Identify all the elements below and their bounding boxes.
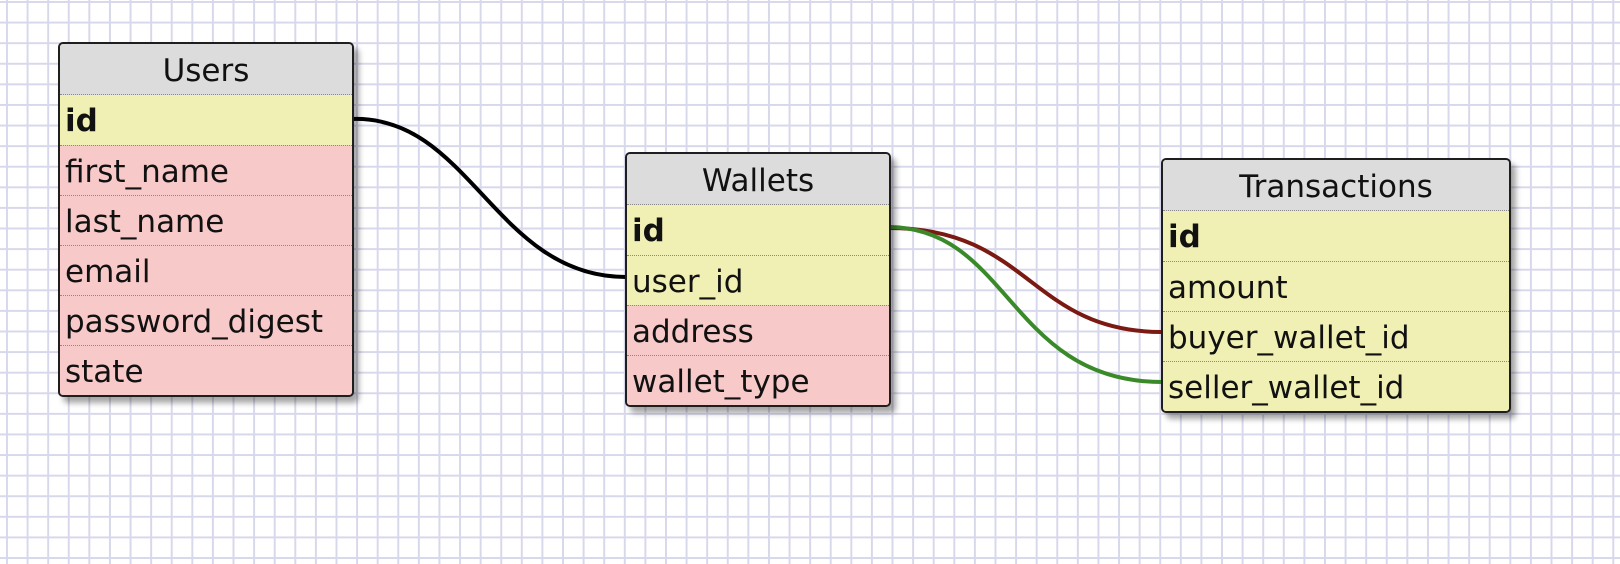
table-title[interactable]: Users	[60, 44, 352, 95]
field-row-buyer-wallet-id[interactable]: buyer_wallet_id	[1163, 311, 1509, 361]
field-row-state[interactable]: state	[60, 345, 352, 395]
table-title[interactable]: Transactions	[1163, 160, 1509, 211]
link-wallets-id-to-transactions-buyer-wallet-id	[888, 226, 1163, 334]
field-row-amount[interactable]: amount	[1163, 261, 1509, 311]
transactions-table[interactable]: Transactions id amount buyer_wallet_id s…	[1161, 158, 1511, 413]
table-title[interactable]: Wallets	[627, 154, 889, 205]
field-row-seller-wallet-id[interactable]: seller_wallet_id	[1163, 361, 1509, 411]
field-row-id[interactable]: id	[627, 205, 889, 255]
field-row-id[interactable]: id	[60, 95, 352, 145]
field-row-email[interactable]: email	[60, 245, 352, 295]
users-table[interactable]: Users id first_name last_name email pass…	[58, 42, 354, 397]
field-row-user-id[interactable]: user_id	[627, 255, 889, 305]
field-row-first-name[interactable]: first_name	[60, 145, 352, 195]
field-row-address[interactable]: address	[627, 305, 889, 355]
link-wallets-id-to-transactions-seller-wallet-id	[888, 225, 1163, 384]
wallets-table[interactable]: Wallets id user_id address wallet_type	[625, 152, 891, 407]
field-row-last-name[interactable]: last_name	[60, 195, 352, 245]
field-row-id[interactable]: id	[1163, 211, 1509, 261]
field-row-password-digest[interactable]: password_digest	[60, 295, 352, 345]
link-users-id-to-wallets-user-id	[351, 116, 627, 279]
field-row-wallet-type[interactable]: wallet_type	[627, 355, 889, 405]
